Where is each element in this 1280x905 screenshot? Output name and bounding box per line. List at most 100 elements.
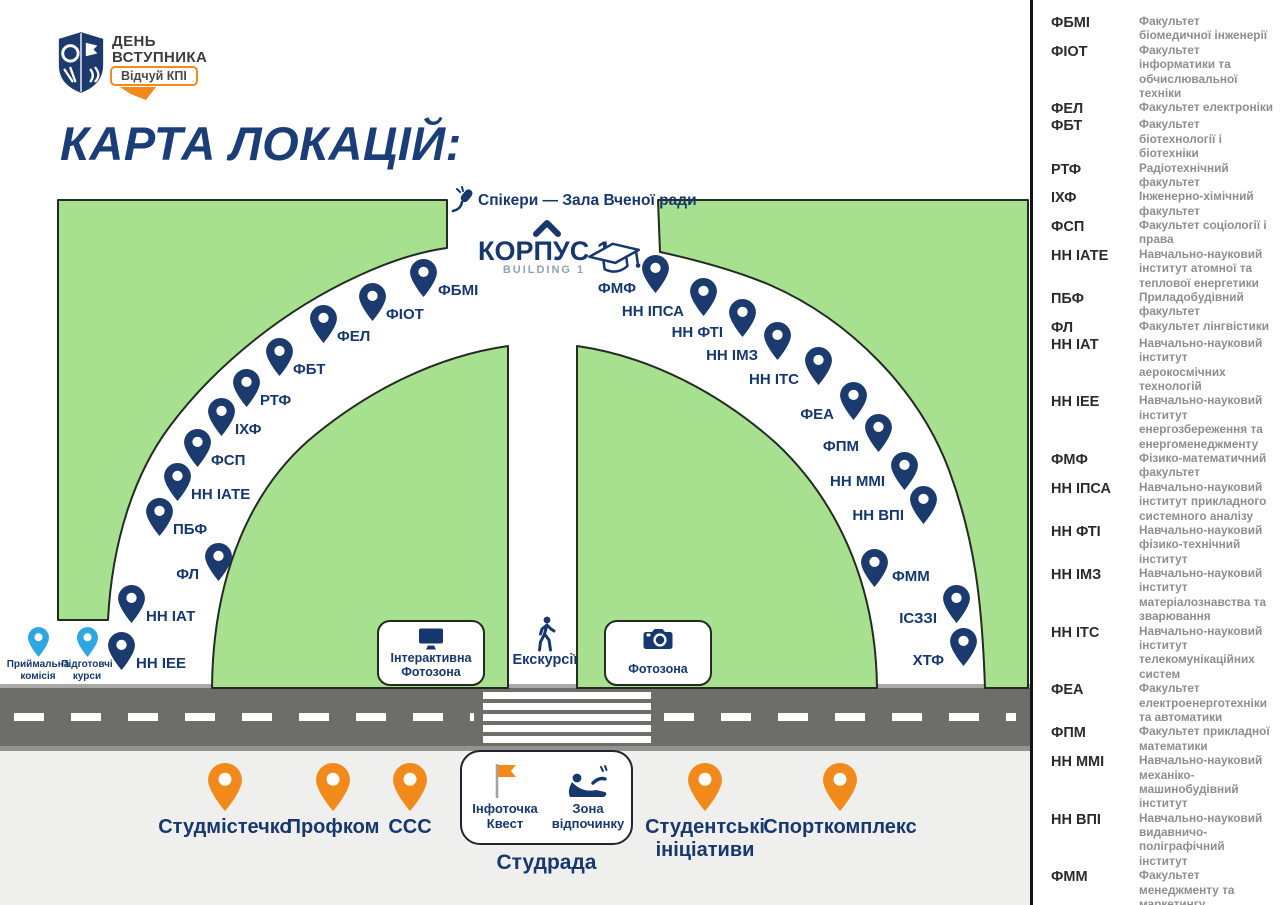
legend-desc: Навчально-науковий інститут енергозбереж… (1139, 393, 1263, 451)
faculty-pin-label: НН ІАТЕ (191, 486, 251, 503)
legend-abbr: ФБМІ (1051, 15, 1090, 31)
legend-abbr: ФСП (1051, 219, 1085, 236)
map-pin-icon (910, 486, 937, 524)
campus-pin-Студентські (688, 763, 722, 816)
legend-desc: Факультет менеджменту та маркетингу (1139, 868, 1235, 905)
legend-row-НН ІТС: НН ІТСНавчально-науковий інститут телеко… (1051, 624, 1274, 682)
flag-icon (495, 764, 516, 798)
faculty-pin-label: ФПМ (822, 438, 859, 455)
legend-abbr: НН ІЕЕ (1051, 394, 1100, 411)
faculty-pin-label: ФБМІ (438, 282, 479, 299)
legend-desc: Навчально-науковий інститут прикладного … (1139, 479, 1267, 523)
campus-pin-label: Спорткомплекс (763, 816, 917, 838)
logo-title-line2: ВСТУПНИКА (112, 49, 208, 66)
faculty-pin-label: НН ІАТ (146, 608, 196, 625)
map-pin-icon (410, 259, 437, 297)
legend-abbr: НН ІПСА (1051, 480, 1112, 497)
studrada-box: Інфоточка Квест Зона відпочинку (460, 750, 633, 845)
walking-person-icon (538, 616, 556, 652)
faculty-pin-label: РТФ (260, 392, 292, 409)
photozone-box: Фотозона (604, 620, 712, 686)
legend-row-НН ІЕЕ: НН ІЕЕ Навчально-науковий інститут енерго… (1051, 393, 1274, 451)
legend-desc: Інженерно-хімічний факультет (1139, 189, 1254, 218)
legend-desc: Факультет лінгвістики (1139, 318, 1269, 333)
campus-pin-Спорткомплекс (823, 763, 857, 816)
map-pin-icon (205, 543, 232, 581)
faculty-pin-label: НН ІПСА (621, 303, 684, 320)
legend-row-НН ІПСА: НН ІПСА Навчально-науковий інститут прикл… (1051, 480, 1274, 523)
excursions-label: Екскурсії (512, 652, 578, 668)
legend-desc: Навчально-науковий механіко-машинобудівн… (1139, 753, 1263, 811)
map-pin-icon (310, 305, 337, 343)
faculty-pin-ПБФ (146, 498, 173, 541)
legend-abbr: НН ММІ (1051, 754, 1105, 771)
microphone-icon (451, 186, 473, 213)
map-pin-icon (233, 369, 260, 407)
legend-abbr: РТФ (1051, 161, 1082, 178)
map-pin-icon (77, 627, 98, 657)
legend-desc: Приладобудівний факультет (1139, 290, 1244, 319)
legend-desc: Факультет біомедичної інженерії (1139, 14, 1268, 43)
faculty-pin-ІХФ (208, 398, 235, 441)
faculty-pin-ФБТ (266, 338, 293, 381)
map-pin-icon (118, 585, 145, 623)
faculty-pin-ФБМІ (410, 259, 437, 302)
legend-abbr: ФЕЛ (1051, 101, 1084, 118)
campus-pin-Студмістечко (208, 763, 242, 816)
page-title: КАРТА ЛОКАЦІЙ: (60, 117, 462, 170)
legend-desc: Факультет електроенерготехніки та автома… (1139, 681, 1267, 724)
legend-abbr: ІХФ (1051, 190, 1077, 207)
legend-row-НН ВПІ: НН ВПІНавчально-науковий видавничо-поліг… (1051, 811, 1274, 869)
faculty-pin-НН ІАТ (118, 585, 145, 628)
legend-row-ФЛ: ФЛ Факультет лінгвістики (1051, 319, 1274, 336)
zone-label-line: Фотозона (401, 664, 461, 679)
legend-desc: Факультет електроніки (1139, 100, 1273, 115)
map-pin-icon (690, 278, 717, 316)
legend-desc: Навчально-науковий інститут аерокосмічни… (1139, 335, 1263, 393)
map-pin-icon (642, 255, 669, 293)
studrada-item-label: відпочинку (551, 815, 625, 831)
lawn-right-block (657, 199, 1029, 689)
faculty-pin-label: ФБТ (293, 361, 326, 378)
map-pin-icon (688, 763, 722, 811)
map-pin-icon (316, 763, 350, 811)
legend-desc: Навчально-науковий інститут атомної та т… (1139, 246, 1263, 290)
legend-abbr: НН ІАТ (1051, 336, 1099, 353)
faculty-pin-ФЕЛ (310, 305, 337, 348)
map-pin-icon (729, 299, 756, 337)
legend-abbr: НН ВПІ (1051, 811, 1101, 828)
map-pin-icon (28, 627, 49, 657)
map-pin-icon (393, 763, 427, 811)
lawn-left-block (57, 199, 448, 621)
relax-icon (568, 765, 608, 797)
map-pin-icon (865, 414, 892, 452)
legend-row-НН ІАТЕ: НН ІАТЕНавчально-науковий інститут атомн… (1051, 247, 1274, 290)
faculty-pin-label: НН ІМЗ (706, 347, 758, 364)
logo-title-line1: ДЕНЬ (112, 33, 156, 50)
studrada-item-infopoint: Інфоточка Квест (465, 762, 545, 832)
legend-abbr: ФЛ (1051, 319, 1073, 336)
legend-desc: Факультет соціології і права (1139, 218, 1267, 247)
faculty-pin-НН ІТС (805, 347, 832, 390)
campus-pin-Профком (316, 763, 350, 816)
faculty-pin-label: ПБФ (173, 521, 208, 538)
legend-row-НН ФТІ: НН ФТІНавчально-науковий фізико-технічни… (1051, 523, 1274, 566)
campus-pin-label: Профком (286, 816, 380, 838)
legend-row-НН ІМЗ: НН ІМЗ Навчально-науковий інститут матері… (1051, 566, 1274, 624)
speakers-note: Спікери — Зала Вченої ради (478, 192, 697, 209)
faculty-pin-ФІОТ (359, 283, 386, 326)
legend-abbr: НН ІМЗ (1051, 567, 1102, 584)
faculty-pin-НН ММІ (891, 452, 918, 495)
faculty-pin-ХТФ (950, 628, 977, 671)
legend-desc: Навчально-науковий інститут матеріалозна… (1139, 566, 1267, 624)
campus-pin-ССС (393, 763, 427, 816)
graduation-cap-icon (588, 242, 641, 273)
